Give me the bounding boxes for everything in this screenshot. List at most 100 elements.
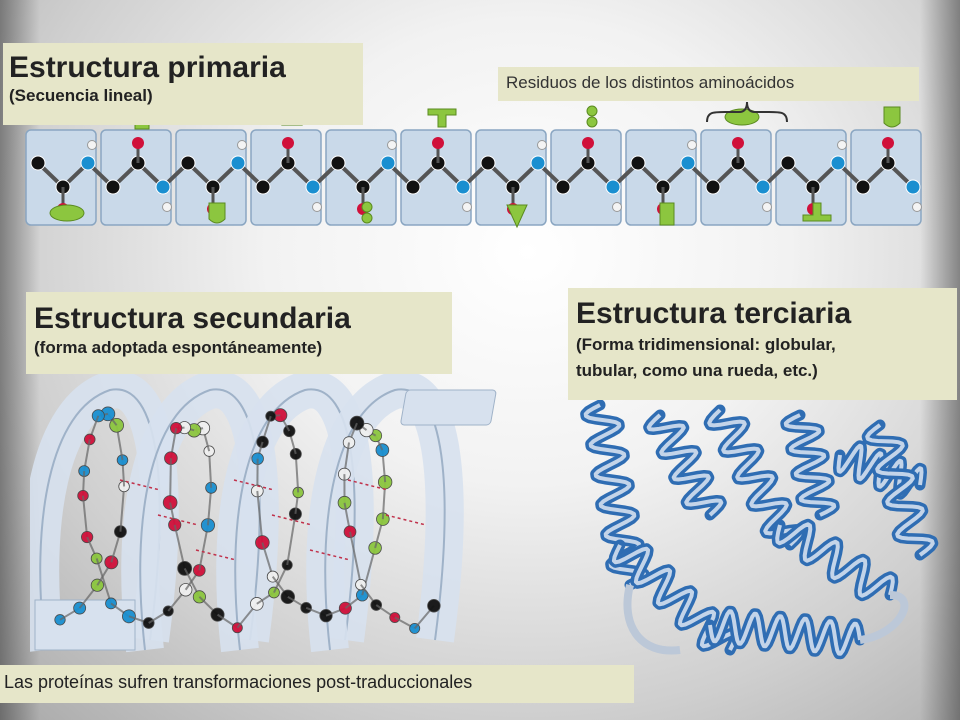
nitrogen-atom [380,155,396,171]
hydrogen-atom [162,202,172,212]
helix-segment-highlight [646,413,724,517]
nitrogen-atom [605,179,621,195]
residue-panel [175,129,247,226]
tertiary-subtitle-line2: tubular, como una rueda, etc.) [576,361,818,380]
carbon-atom [780,155,796,171]
oxygen-atom [193,564,206,577]
oxygen-atom [282,137,294,149]
carbon-atom [265,410,277,422]
primary-structure-label: Estructura primaria (Secuencia lineal) [3,43,363,125]
carbon-atom [427,599,441,613]
hydrogen-atom [912,202,922,212]
helix-bond [198,525,209,571]
helix-segment-highlight [865,423,935,557]
hydrogen-atom [762,202,772,212]
loop-segment [623,584,681,655]
nitrogen-atom [905,179,921,195]
helix-ribbon-end [400,389,497,426]
carbon-atom [349,415,365,431]
hydrogen-atom [312,202,322,212]
hydrogen-atom [237,140,247,150]
side-chain-cup [208,202,226,224]
residue-panel [325,129,397,226]
carbon-atom [283,424,296,438]
secondary-subtitle: (forma adoptada espontáneamente) [34,338,323,357]
helix-bond [294,453,300,493]
helix-segment-highlight [775,522,895,598]
helix-segment-highlight [783,413,837,517]
nitrogen-atom [830,155,846,171]
side-chain-tee [802,202,832,222]
helix-ribbon-edge [234,388,356,651]
helix-bond [261,542,274,577]
side-chain-triangle [506,204,528,229]
hydrogen-atom [612,202,622,212]
helix-bond [286,513,297,566]
residue-panel [25,129,97,226]
tertiary-subtitle-line1: (Forma tridimensional: globular, [576,335,836,354]
hydrogen-bond [385,514,427,526]
carbon-atom [705,179,721,195]
helix-segment-highlight [708,609,862,656]
side-chain-ellipse [49,204,85,222]
oxygen-atom [132,137,144,149]
carbon-atom [319,609,333,623]
tertiary-title: Estructura terciaria [576,297,852,330]
primary-subtitle: (Secuencia lineal) [9,86,153,105]
side-chain-block [659,202,675,226]
hydrogen-atom [462,202,472,212]
hydrogen-atom [837,140,847,150]
hydrogen-bond [233,479,275,491]
carbon-atom [630,155,646,171]
hydrogen-atom [87,140,97,150]
tertiary-ribbon-illustration [580,399,939,660]
carbon-atom [480,155,496,171]
footer-note: Las proteínas sufren transformaciones po… [0,665,634,703]
nitrogen-atom [530,155,546,171]
carbon-atom [405,179,421,195]
nitrogen-atom [755,179,771,195]
side-chain-atom [368,541,382,555]
carbon-atom [289,447,302,460]
helix-bond [173,524,186,569]
primary-title: Estructura primaria [9,51,286,84]
hydrogen-bond [271,514,313,526]
carbon-atom [330,155,346,171]
helix-segment-highlight [707,408,803,547]
carbon-atom [555,179,571,195]
helix-ribbon-edge [324,388,446,651]
side-chain-tee [427,108,457,128]
residues-label: Residuos de los distintos aminoácidos [498,67,919,101]
nitrogen-atom [680,155,696,171]
oxygen-atom [882,137,894,149]
hydrogen-atom [203,445,215,457]
side-chain-dot [586,105,598,117]
primary-structure-chain [25,105,922,229]
tertiary-structure-label: Estructura terciaria (Forma tridimension… [568,288,957,400]
carbon-atom [255,179,271,195]
side-chain-atom [90,578,104,592]
hydrogen-bond [347,479,389,491]
nitrogen-atom [155,179,171,195]
secondary-structure-label: Estructura secundaria (forma adoptada es… [26,292,452,374]
helix-bond [256,490,264,543]
side-chain-dot [361,212,373,224]
oxygen-atom [732,137,744,149]
oxygen-atom [162,495,178,510]
residue-panel [475,129,547,226]
hydrogen-atom [250,597,264,611]
residue-panel [775,129,847,226]
helix-bond [82,495,89,538]
helix-bond [206,487,213,526]
side-chain-dot [361,201,373,213]
helix-bond [95,558,112,604]
hydrogen-bond [309,549,351,561]
carbon-atom [30,155,46,171]
hydrogen-bond [119,479,161,491]
hydrogen-atom [387,140,397,150]
nitrogen-atom [455,179,471,195]
helix-bond [208,451,213,488]
hydrogen-bond [157,514,199,526]
alpha-helix-illustration [30,370,497,653]
